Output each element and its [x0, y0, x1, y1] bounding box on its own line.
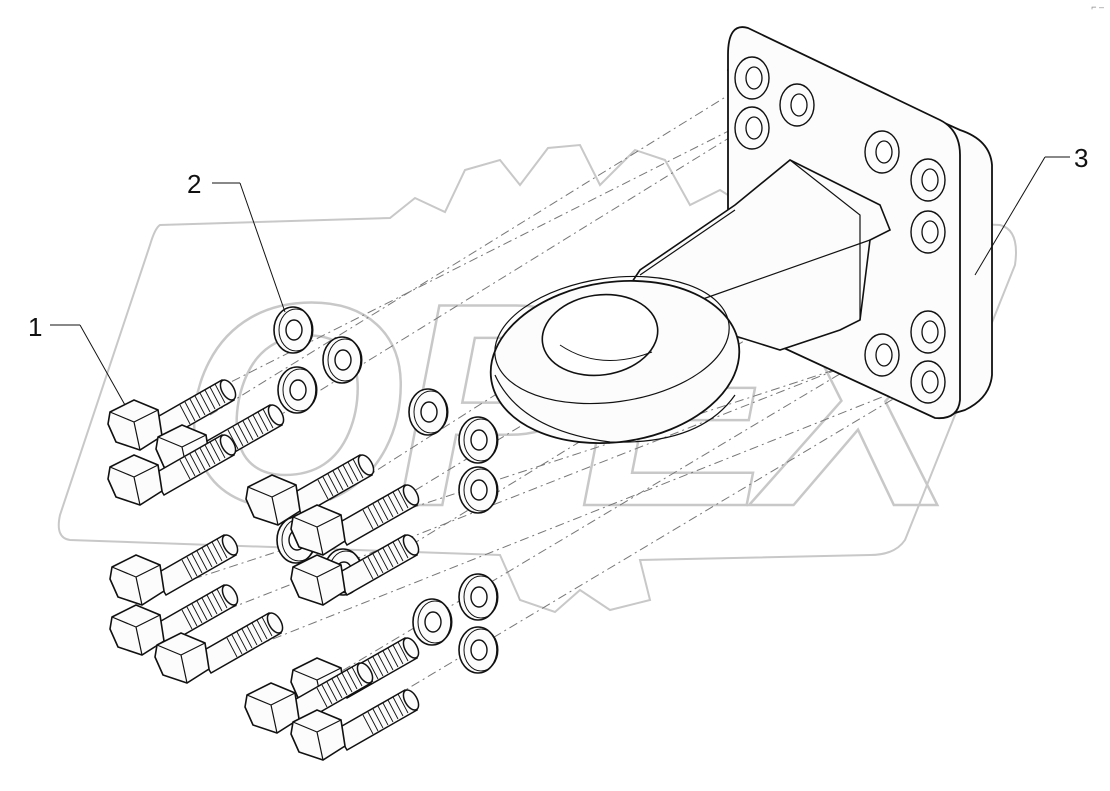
washer	[408, 388, 449, 436]
washer	[458, 626, 499, 674]
callout-2: 2	[187, 169, 201, 199]
washer	[322, 336, 363, 384]
washer	[277, 366, 318, 414]
tow-eye-bracket	[489, 26, 993, 445]
callout-leader-1	[79, 324, 126, 406]
washer	[412, 598, 453, 646]
callout-3: 3	[1074, 143, 1088, 173]
washer	[273, 306, 314, 354]
washer	[458, 573, 499, 621]
callout-leader-3	[974, 156, 1046, 276]
callout-leader-2	[239, 182, 286, 313]
washer	[458, 416, 499, 464]
callout-1: 1	[28, 312, 42, 342]
washer	[458, 466, 499, 514]
corner-mark: ⌐ ‒	[1091, 2, 1104, 12]
